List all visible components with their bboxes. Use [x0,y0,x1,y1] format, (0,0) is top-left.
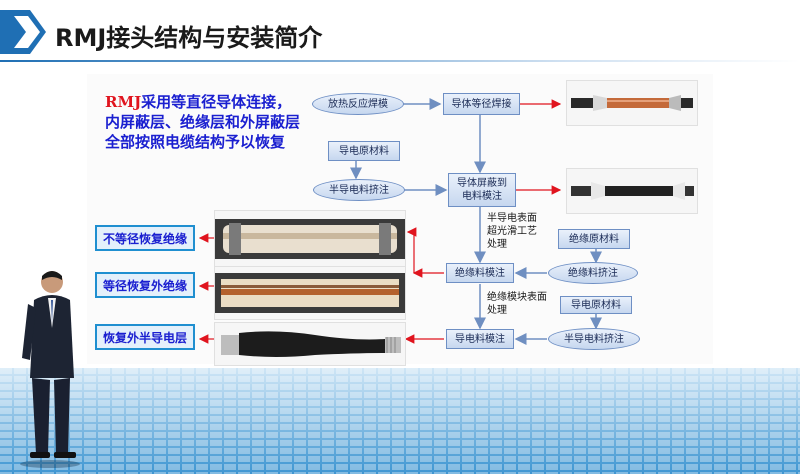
intro-text: RMJ采用等直径导体连接，内屏蔽层、绝缘层和外屏蔽层全部按照电缆结构予以恢复 [105,92,305,152]
cable-photo-conductor [566,80,698,126]
cable-photo-shield [566,168,698,214]
businessman-figure [20,271,80,468]
semicon-molding-node: 导电料模注 [446,329,514,349]
insulation-extrusion-node: 绝缘料挤注 [548,262,638,284]
thermite-welding-node: 放热反应焊模 [312,93,404,115]
intro-body: 采用等直径导体连接，内屏蔽层、绝缘层和外屏蔽层全部按照电缆结构予以恢复 [105,93,301,151]
semicon-extrusion-2-node: 半导电料挤注 [548,328,640,350]
semicon-extrusion-node: 半导电料挤注 [313,179,405,201]
conductor-material-2-node: 导电原材料 [560,296,632,314]
title-chevron-icon [0,10,46,54]
label-equal-outer-insulation: 等径恢复外绝缘 [95,272,195,298]
cable-photo-outer-semicon [214,322,406,366]
conductor-material-node: 导电原材料 [328,141,400,161]
title-underline [0,60,800,62]
cable-photo-unequal-insulation [214,210,406,268]
surface-note: 绝缘模块表面处理 [487,292,547,316]
label-unequal-insulation: 不等径恢复绝缘 [95,225,195,251]
label-outer-semicon: 恢复外半导电层 [95,324,195,350]
conductor-weld-node: 导体等径焊接 [443,93,520,115]
cable-photo-equal-insulation [214,266,406,320]
floor-pattern [0,368,800,474]
insulation-material-node: 绝缘原材料 [558,229,630,249]
conductor-shield-line1: 导体屏蔽到 [457,178,507,189]
insulation-molding-node: 绝缘料模注 [446,263,514,283]
conductor-shield-line2: 电料模注 [462,191,502,202]
intro-prefix: RMJ [105,93,142,111]
page-title: RMJ接头结构与安装简介 [55,24,323,52]
conductor-shield-node: 导体屏蔽到 电料模注 [448,173,516,207]
smoothing-note: 半导电表面超光滑工艺处理 [487,213,537,250]
